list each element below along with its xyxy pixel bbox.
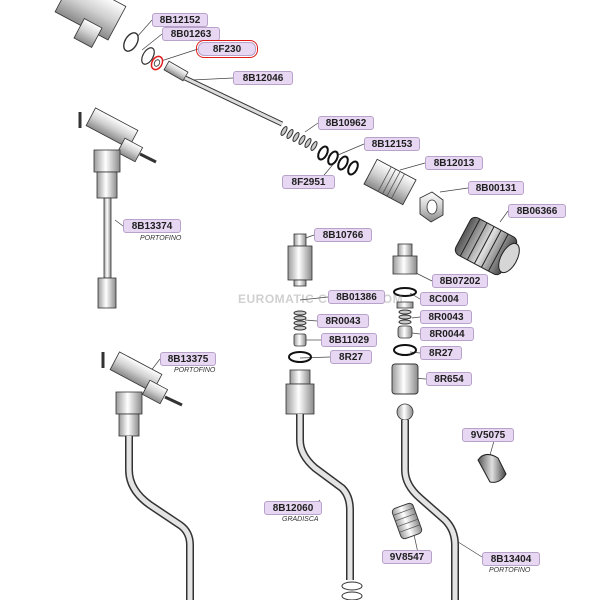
part-label-8b12152[interactable]: 8B12152 — [152, 13, 208, 27]
part-label-8b13375[interactable]: 8B13375 — [160, 352, 216, 366]
part-label-8b11029[interactable]: 8B11029 — [321, 333, 377, 347]
part-label-8b12013[interactable]: 8B12013 — [425, 156, 483, 170]
model-label-portofino: PORTOFINO — [489, 567, 531, 574]
sleeve-part — [391, 502, 423, 540]
part-label-8b00131[interactable]: 8B00131 — [468, 181, 524, 195]
part-label-8b07202[interactable]: 8B07202 — [432, 274, 488, 288]
part-label-8r654[interactable]: 8R654 — [426, 372, 472, 386]
part-label-8b06366[interactable]: 8B06366 — [508, 204, 566, 218]
model-label-gradisca: GRADISCA — [282, 516, 319, 523]
steam-tube-assembly-bottom — [101, 351, 194, 600]
clip-part — [477, 454, 507, 483]
model-label-portofino: PORTOFINO — [140, 235, 182, 242]
part-label-8b01263[interactable]: 8B01263 — [162, 27, 220, 41]
hex-nut-part — [419, 191, 444, 223]
part-label-8b12060[interactable]: 8B12060 — [264, 501, 322, 515]
middle-fitting-part — [285, 233, 363, 600]
spring-part — [280, 126, 318, 151]
part-label-8r0043-middle[interactable]: 8R0043 — [317, 314, 369, 328]
part-label-8b12153[interactable]: 8B12153 — [364, 137, 420, 151]
knob-part — [454, 216, 520, 276]
part-label-8r0044[interactable]: 8R0044 — [420, 327, 474, 341]
part-label-8r27-right[interactable]: 8R27 — [420, 346, 462, 360]
o-rings-part — [317, 145, 359, 176]
part-label-8b13404[interactable]: 8B13404 — [482, 552, 540, 566]
part-label-8r27-middle[interactable]: 8R27 — [330, 350, 372, 364]
part-label-8f230-highlighted[interactable]: 8F230 — [196, 40, 258, 58]
top-fitting-part — [54, 0, 164, 71]
model-label-portofino: PORTOFINO — [174, 367, 216, 374]
shaft-part — [163, 60, 284, 127]
part-label-8c004[interactable]: 8C004 — [420, 292, 468, 306]
part-label-8b01386[interactable]: 8B01386 — [328, 290, 385, 304]
part-label-9v8547[interactable]: 9V8547 — [382, 550, 432, 564]
part-label-8b10766[interactable]: 8B10766 — [314, 228, 372, 242]
valve-body-part — [363, 158, 417, 206]
part-label-8b10962[interactable]: 8B10962 — [318, 116, 374, 130]
part-label-8b12046[interactable]: 8B12046 — [233, 71, 293, 85]
part-label-9v5075[interactable]: 9V5075 — [462, 428, 514, 442]
right-fitting-part — [391, 243, 459, 600]
steam-tube-assembly-top — [78, 107, 157, 309]
part-label-8b13374[interactable]: 8B13374 — [123, 219, 181, 233]
part-label-8r0043-right[interactable]: 8R0043 — [420, 310, 472, 324]
part-label-8f2951[interactable]: 8F2951 — [282, 175, 335, 189]
